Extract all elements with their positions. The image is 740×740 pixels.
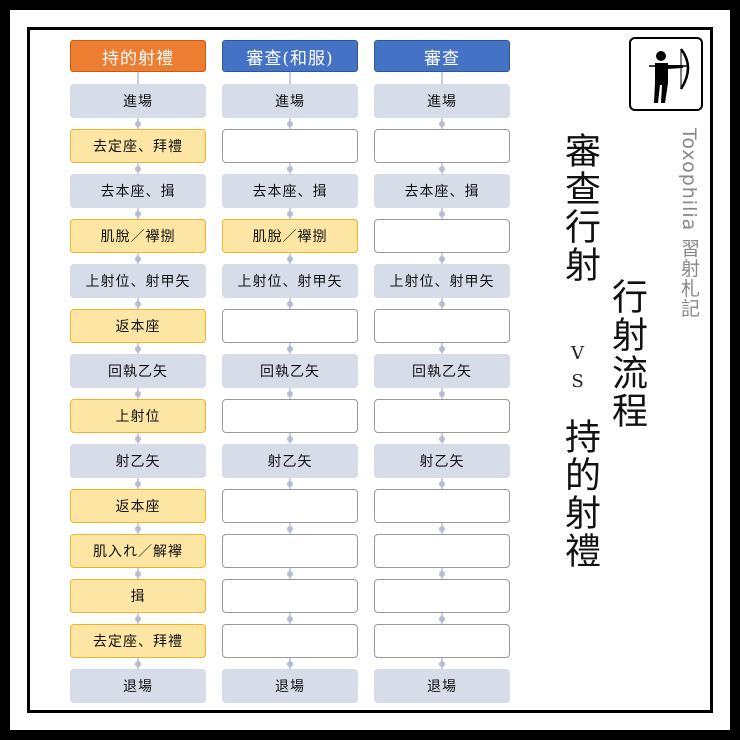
empty-step-box [374,309,510,343]
title-shooting-process: 行射流程 [606,278,647,430]
connector-dot [439,255,445,262]
connector-dot [439,525,445,532]
empty-step-box [374,129,510,163]
empty-step-box [374,399,510,433]
connector-dot [287,345,293,352]
column-header: 審查(和服) [222,40,358,72]
step-box: 退場 [374,669,510,703]
step-box: 肌脫／襷捌 [70,219,206,253]
connector-dot [135,525,141,532]
connector-dot [287,435,293,442]
step-box: 去本座、揖 [70,174,206,208]
connector-line [289,72,291,84]
step-box: 進場 [70,84,206,118]
step-box: 去定座、拜禮 [70,129,206,163]
connector-dot [439,480,445,487]
empty-step-box [222,534,358,568]
empty-step-box [374,579,510,613]
step-box: 上射位、射甲矢 [374,264,510,298]
empty-step-box [222,489,358,523]
step-box: 射乙矢 [374,444,510,478]
connector-dot [135,300,141,307]
connector-dot [439,615,445,622]
archer-icon [629,37,703,111]
step-box: 射乙矢 [70,444,206,478]
connector-line [441,72,443,84]
connector-dot [287,210,293,217]
step-box: 退場 [70,669,206,703]
connector-dot [439,435,445,442]
step-box: 射乙矢 [222,444,358,478]
connector-dot [287,525,293,532]
connector-dot [439,390,445,397]
step-box: 去本座、揖 [222,174,358,208]
connector-dot [135,165,141,172]
step-box: 肌脫／襷捌 [222,219,358,253]
step-box: 進場 [222,84,358,118]
connector-dot [287,165,293,172]
step-box: 揖 [70,579,206,613]
step-box: 去本座、揖 [374,174,510,208]
empty-step-box [222,129,358,163]
step-box: 退場 [222,669,358,703]
connector-dot [439,120,445,127]
empty-step-box [222,399,358,433]
connector-dot [439,660,445,667]
empty-step-box [374,489,510,523]
connector-dot [439,570,445,577]
connector-dot [287,660,293,667]
connector-line [137,72,139,84]
connector-dot [135,480,141,487]
connector-dot [287,615,293,622]
connector-dot [135,210,141,217]
connector-dot [287,300,293,307]
step-box: 返本座 [70,489,206,523]
connector-dot [287,570,293,577]
empty-step-box [222,579,358,613]
column-header: 持的射禮 [70,40,206,72]
column-header: 審查 [374,40,510,72]
connector-dot [439,300,445,307]
empty-step-box [374,624,510,658]
empty-step-box [222,309,358,343]
connector-dot [287,120,293,127]
title-review-shooting: 審查行射 [559,132,600,284]
step-box: 回執乙矢 [222,354,358,388]
step-box: 返本座 [70,309,206,343]
title-mochimato-ceremony: 持的射禮 [559,418,600,570]
connector-dot [135,255,141,262]
step-box: 上射位 [70,399,206,433]
connector-dot [287,255,293,262]
step-box: 肌入れ／解襷 [70,534,206,568]
step-box: 上射位、射甲矢 [70,264,206,298]
empty-step-box [374,219,510,253]
step-box: 回執乙矢 [70,354,206,388]
empty-step-box [374,534,510,568]
connector-dot [287,480,293,487]
connector-dot [135,390,141,397]
step-box: 進場 [374,84,510,118]
connector-dot [439,210,445,217]
connector-dot [135,615,141,622]
connector-dot [135,660,141,667]
connector-dot [439,165,445,172]
connector-dot [135,435,141,442]
connector-dot [135,120,141,127]
brand-watermark: Toxophilia 習射札記 [678,128,700,319]
step-box: 上射位、射甲矢 [222,264,358,298]
empty-step-box [222,624,358,658]
step-box: 回執乙矢 [374,354,510,388]
connector-dot [287,390,293,397]
connector-dot [439,345,445,352]
connector-dot [135,345,141,352]
connector-dot [135,570,141,577]
step-box: 去定座、拜禮 [70,624,206,658]
